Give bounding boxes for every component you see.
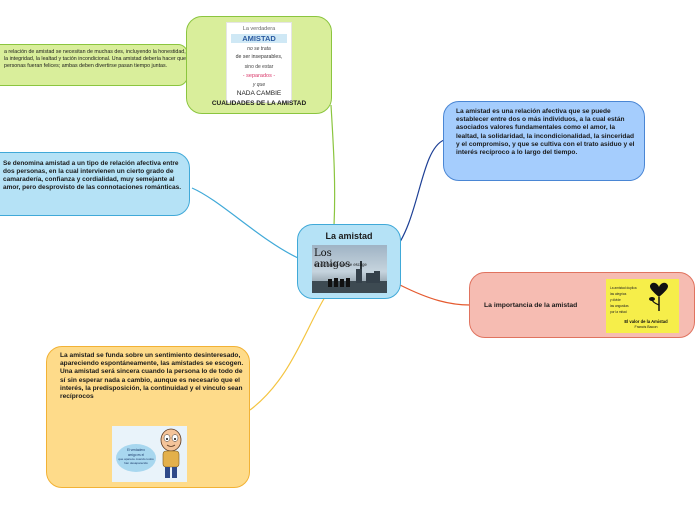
imp-line-4: las angustias xyxy=(610,304,629,308)
quote-line-1: La verdadera xyxy=(242,26,276,32)
quote-line-5: sino de estar xyxy=(244,64,274,70)
node-title: La amistad xyxy=(325,231,373,241)
node-title: CUALIDADES DE LA AMISTAD xyxy=(211,100,307,107)
edge-center-relacion xyxy=(392,139,445,253)
quote-line-4: de ser inseparables, xyxy=(235,54,283,60)
imp-line-7: Francis Bacon xyxy=(634,325,658,329)
quote-line-6: - separados - xyxy=(242,73,276,79)
edge-center-importancia xyxy=(399,284,471,306)
node-center-la-amistad[interactable]: La amistad Los amigos son la familia que… xyxy=(297,224,401,299)
imp-line-5: por la mitad xyxy=(610,310,627,314)
imp-line-1: La amistad duplica xyxy=(610,286,637,290)
quote-line-3: no se trata xyxy=(247,46,271,52)
node-importancia[interactable]: La importancia de la amistad La amistad … xyxy=(469,272,695,338)
node-text: La amistad es una relación afectiva que … xyxy=(456,108,635,157)
edge-center-cualidades xyxy=(330,104,336,227)
node-leaf-friendship-qualities[interactable]: a relación de amistad se necesitan de mu… xyxy=(0,44,188,86)
cartoon-character-icon xyxy=(160,428,182,478)
node-text: La amistad se funda sobre un sentimiento… xyxy=(60,352,244,401)
node-title: La importancia de la amistad xyxy=(484,302,578,309)
imp-line-2: las alegrías xyxy=(610,292,627,296)
node-cualidades[interactable]: La verdadera AMISTAD no se trata de ser … xyxy=(186,16,332,114)
speech-bubble xyxy=(116,444,156,472)
edge-center-sentimiento xyxy=(249,296,326,411)
quote-image-amistad: La verdadera AMISTAD no se trata de ser … xyxy=(226,22,292,103)
bubble-line-3: que aparece cuando todos han desaparecid… xyxy=(118,457,154,465)
quote-line-8: NADA CAMBIE xyxy=(236,90,282,97)
quote-line-7: y que xyxy=(252,82,266,88)
node-definicion[interactable]: Se denomina amistad a un tipo de relació… xyxy=(0,152,190,216)
imp-line-6: El valor de la Amistad xyxy=(624,319,668,324)
quote-image-importancia: La amistad duplica las alegrías y divide… xyxy=(606,279,679,333)
heart-plant-icon xyxy=(649,282,669,311)
leaf-text: a relación de amistad se necesitan de mu… xyxy=(4,49,186,69)
edge-center-definicion xyxy=(191,187,299,259)
quote-line-2: AMISTAD xyxy=(231,34,287,43)
bubble-line-1: El verdadero xyxy=(126,448,146,452)
skyline-title: Los amigos xyxy=(314,248,351,270)
imp-line-3: y divide xyxy=(610,298,621,302)
node-sentimiento[interactable]: La amistad se funda sobre un sentimiento… xyxy=(46,346,250,488)
skyline-silhouette xyxy=(312,261,387,293)
node-text: Se denomina amistad a un tipo de relació… xyxy=(3,160,182,192)
bubble-line-2: amigo es el xyxy=(127,453,145,457)
cartoon-friend-image: El verdadero amigo es el que aparece cua… xyxy=(112,426,187,482)
skyline-subtitle: son la familia que se escoge xyxy=(314,262,367,267)
node-relacion-afectiva[interactable]: La amistad es una relación afectiva que … xyxy=(443,101,645,181)
skyline-image: Los amigos son la familia que se escoge xyxy=(312,245,387,293)
